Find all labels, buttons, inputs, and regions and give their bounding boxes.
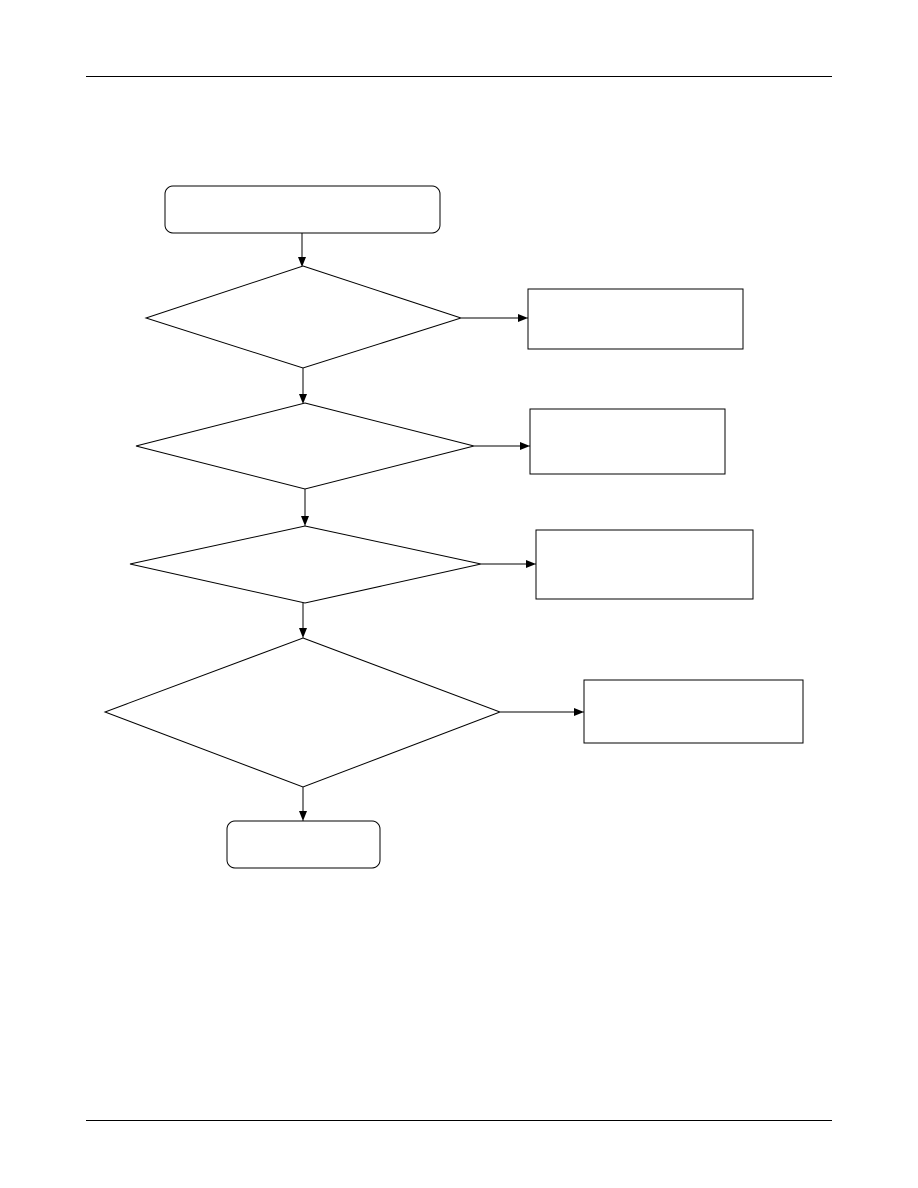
start-node bbox=[164, 185, 441, 234]
decision-4 bbox=[103, 637, 502, 788]
action-4 bbox=[583, 679, 804, 744]
action-3 bbox=[535, 529, 754, 600]
decision-1 bbox=[144, 265, 463, 369]
end-node bbox=[226, 820, 381, 869]
decision-3 bbox=[129, 525, 482, 604]
action-2 bbox=[529, 408, 726, 475]
decision-2 bbox=[135, 402, 475, 490]
action-1 bbox=[527, 288, 744, 350]
footer-rule bbox=[86, 1120, 832, 1121]
header-rule bbox=[86, 76, 832, 77]
